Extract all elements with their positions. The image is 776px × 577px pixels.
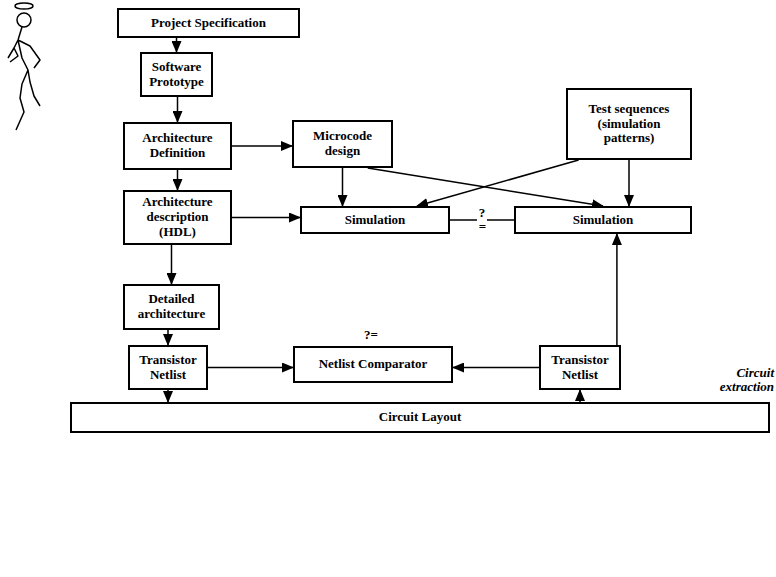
flow-arrow	[342, 168, 344, 206]
process-box: Microcode design	[292, 120, 393, 168]
process-box: Detailed architecture	[123, 284, 220, 330]
flow-arrow	[579, 390, 581, 402]
flow-arrow	[616, 234, 618, 345]
layout-band: Circuit Layout	[70, 402, 770, 433]
process-box: Test sequences (simulation patterns)	[566, 88, 692, 160]
compare-mark: ?=	[364, 328, 378, 342]
box-text: Circuit Layout	[379, 410, 461, 425]
process-box: Architecture description (HDL)	[123, 190, 232, 245]
process-box: Simulation	[514, 206, 692, 234]
compare-mark: ?=	[477, 206, 488, 233]
flow-arrow	[177, 170, 179, 190]
box-text: Simulation	[345, 213, 406, 228]
box-text: Transistor Netlist	[545, 353, 615, 383]
box-text: Project Specification	[151, 16, 266, 31]
process-box: Architecture Definition	[123, 122, 232, 170]
flow-arrow	[453, 367, 539, 369]
flow-arrow	[177, 97, 179, 122]
process-box: Netlist Comparator	[293, 346, 453, 383]
flow-arrow	[628, 160, 630, 206]
box-text: Software Prototype	[146, 60, 207, 90]
note-label: Circuit extraction	[708, 366, 774, 395]
box-text: Test sequences (simulation patterns)	[572, 102, 686, 147]
box-text: Transistor Netlist	[134, 353, 202, 383]
process-box: Project Specification	[117, 8, 300, 38]
flow-arrow	[167, 330, 169, 345]
box-text: Netlist Comparator	[319, 357, 428, 372]
process-box: Transistor Netlist	[128, 345, 208, 390]
flow-arrow	[171, 245, 173, 284]
flow-arrow	[176, 38, 178, 52]
box-text: Microcode design	[298, 129, 387, 159]
flow-arrow	[167, 390, 169, 402]
process-box: Simulation	[300, 206, 450, 234]
box-text: Simulation	[573, 213, 634, 228]
box-text: Architecture Definition	[129, 131, 226, 161]
flow-arrow	[417, 160, 579, 206]
process-box: Transistor Netlist	[539, 345, 621, 390]
process-box: Software Prototype	[140, 52, 213, 97]
flow-arrow	[232, 145, 292, 147]
box-text: Architecture description (HDL)	[129, 195, 226, 240]
flow-arrow	[208, 367, 293, 369]
stick-figure	[0, 0, 70, 150]
box-text: Detailed architecture	[129, 292, 214, 322]
flow-arrow	[232, 217, 300, 219]
